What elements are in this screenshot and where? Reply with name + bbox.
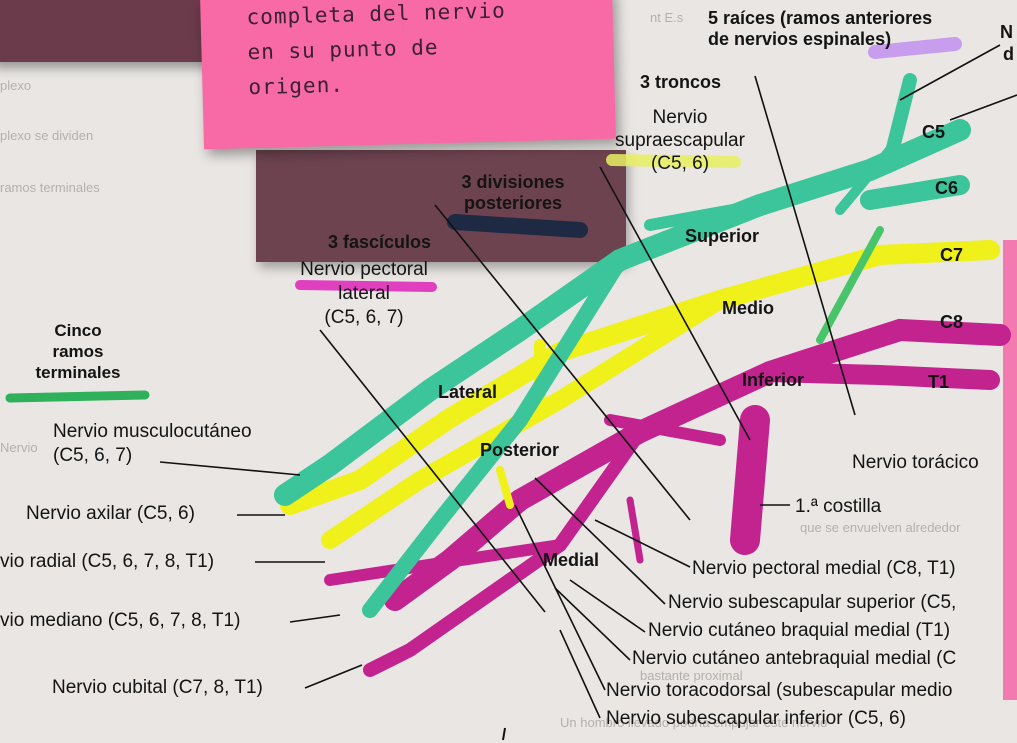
roots-title: 5 raíces (ramos anteriores de nervios es… [708, 8, 933, 49]
label-pectoral-medial: Nervio pectoral medial (C8, T1) [692, 558, 956, 579]
label-toracodorsal: Nervio toracodorsal (subescapular medio [606, 680, 953, 701]
leader-musculocutaneo [159, 461, 301, 476]
label-musculocutaneo: Nervio musculocutáneo (C5, 6, 7) [53, 421, 252, 466]
label-axilar: Nervio axilar (C5, 6) [26, 503, 195, 524]
divisiones-highlight [447, 214, 588, 238]
leader-subescapular-superior [534, 477, 666, 605]
ramos-highlight [5, 390, 150, 403]
pectoral-lateral-highlight [295, 280, 437, 292]
label-mediano: vio mediano (C5, 6, 7, 8, T1) [0, 610, 241, 631]
root-t1: T1 [928, 372, 950, 392]
leader-roots [754, 75, 856, 416]
label-toracico: Nervio torácico [852, 452, 979, 473]
leader-supraescapular [599, 166, 751, 441]
pectoral-medial-branch [626, 496, 644, 564]
root-branch [835, 145, 895, 215]
ulnar-branch [324, 539, 566, 586]
label-pectoral-lateral: Nervio pectoral lateral (C5, 6, 7) [300, 259, 428, 328]
supraescapular-highlight [606, 154, 741, 168]
leader-mediano [289, 614, 341, 623]
cord-medial: Medial [543, 550, 600, 570]
label-supraescapular: Nervio supraescapular (C5, 6) [615, 107, 745, 174]
pen-mark [502, 727, 506, 741]
trunk-superior: Superior [685, 226, 760, 246]
label-subescapular-superior: Nervio subescapular superior (C5, [668, 592, 957, 613]
trunk-medio: Medio [722, 298, 774, 318]
label-costilla: 1.ª costilla [795, 496, 882, 517]
medial-cord [363, 425, 647, 677]
leader-cutaneo-braquial [569, 579, 646, 633]
leader-divisiones [434, 204, 691, 521]
median-branch [362, 252, 628, 618]
leader-toracodorsal [514, 504, 606, 691]
root-c8: C8 [940, 312, 964, 332]
subscapular-branch [496, 466, 514, 509]
thoracic-long-root [816, 226, 884, 344]
c6-root [860, 175, 970, 210]
pink-margin-bar [1003, 240, 1017, 700]
leader-subescapular-inferior [559, 629, 601, 719]
first-rib [730, 405, 770, 555]
leader-cubital [304, 664, 363, 689]
root-c7: C7 [940, 245, 964, 265]
label-cutaneo-braquial: Nervio cutáneo braquial medial (T1) [648, 620, 951, 641]
superior-trunk [274, 119, 971, 506]
posterior-cord [321, 291, 729, 549]
label-top-right-n: N [1000, 22, 1013, 42]
supraescapular-nerve [644, 199, 766, 231]
label-subescapular-inferior: Nervio subescapular inferior (C5, 6) [606, 708, 906, 729]
troncos-title: 3 troncos [640, 72, 722, 92]
label-cutaneo-antebraquial: Nervio cutáneo antebraquial medial (C [632, 648, 957, 669]
label-top-right-d: d [1003, 44, 1014, 64]
label-radial: vio radial (C5, 6, 7, 8, T1) [0, 551, 215, 572]
root-c6: C6 [935, 178, 959, 198]
fasciculos-title: 3 fascículos [328, 232, 432, 252]
leader-cutaneo-antebraquial [554, 587, 631, 661]
sticky-note-shadow [256, 150, 626, 262]
leader-pectoral-medial [594, 519, 691, 568]
ramos-title: Cinco ramos terminales [35, 321, 121, 382]
leader-pectoral-lateral [319, 329, 546, 613]
medial-division [604, 414, 726, 446]
cord-lateral: Lateral [438, 382, 498, 402]
sticky-note-dark [0, 0, 230, 62]
leader-top-right-2 [949, 94, 1017, 121]
leader-top-right [899, 44, 1001, 101]
label-cubital: Nervio cubital (C7, 8, T1) [52, 677, 263, 698]
roots-highlight [868, 37, 962, 59]
t1-root [760, 362, 1000, 390]
trunk-inferior: Inferior [742, 370, 805, 390]
root-c5: C5 [922, 122, 946, 142]
divisiones-title: 3 divisiones posteriores [461, 172, 565, 213]
cord-posterior: Posterior [480, 440, 560, 460]
